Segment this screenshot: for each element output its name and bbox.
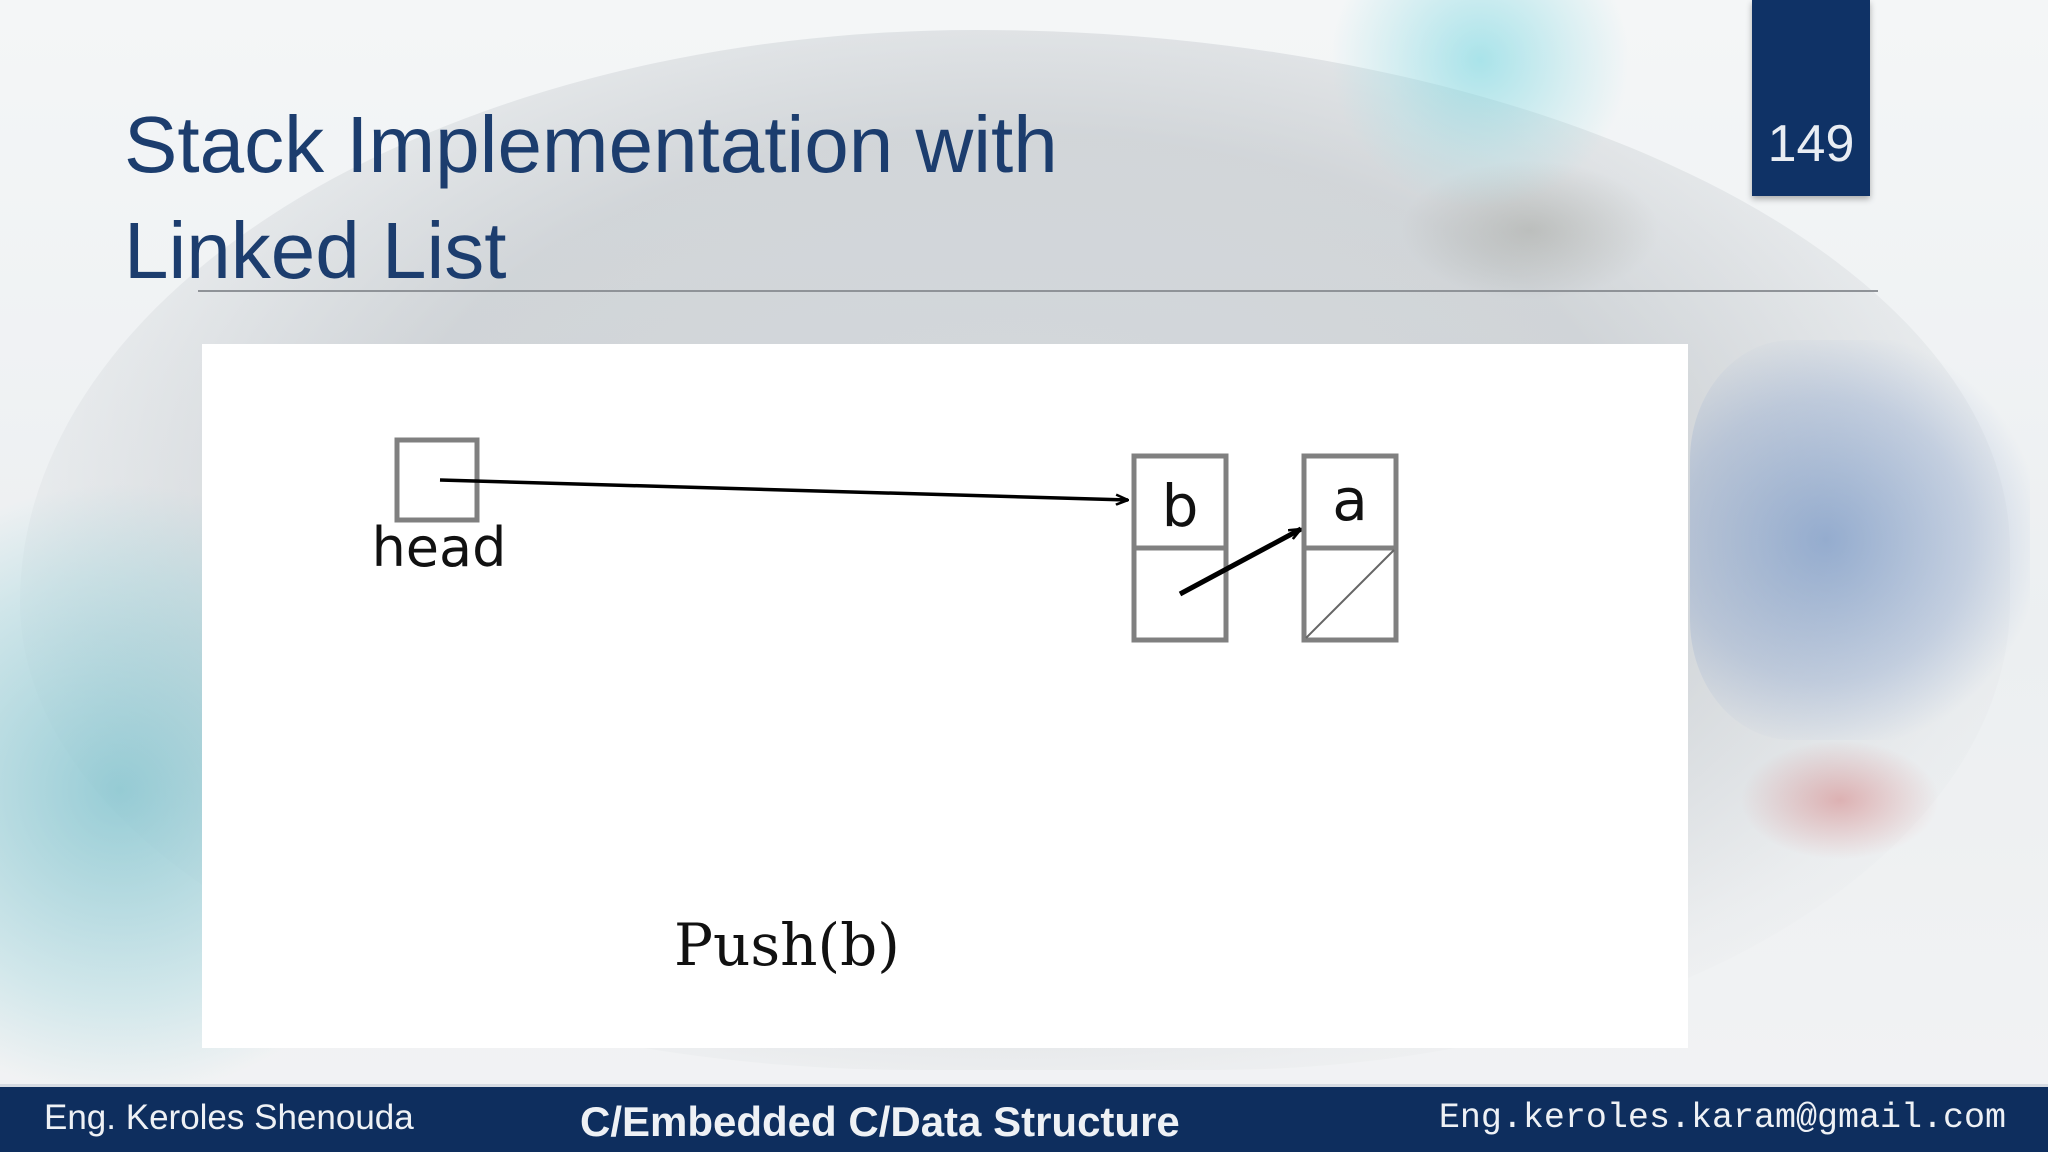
b-to-a-arrow — [1178, 526, 1301, 597]
footer-email: Eng.keroles.karam@gmail.com — [1438, 1098, 2006, 1138]
node-a: a — [1301, 453, 1399, 643]
node-b: b — [1131, 453, 1229, 643]
node-a-null-slash — [1305, 549, 1395, 639]
node-a-next-cell — [1301, 545, 1399, 643]
head-to-b-arrow — [439, 478, 1128, 500]
footer-course: C/Embedded C/Data Structure — [580, 1098, 1180, 1145]
node-b-next-cell — [1131, 545, 1229, 643]
slide-title-line-2: Linked List — [124, 206, 507, 295]
head-label: head — [372, 516, 507, 579]
node-a-value: a — [1332, 466, 1368, 534]
linked-list-diagram: head b a Push(b) — [372, 437, 1399, 979]
diagram-panel: head b a Push(b) — [202, 344, 1688, 1048]
slide-title-line-1: Stack Implementation with — [124, 100, 1058, 189]
background-taillight-shape — [1740, 740, 1940, 860]
page-number-badge: 149 — [1752, 0, 1870, 196]
footer-bar: Eng. Keroles Shenouda C/Embedded C/Data … — [0, 1084, 2048, 1152]
operation-caption: Push(b) — [674, 911, 900, 979]
title-divider — [198, 290, 1878, 292]
background-engine-shape — [1690, 340, 2030, 740]
slide-title: Stack Implementation with Linked List — [124, 92, 1274, 304]
page-number: 149 — [1767, 115, 1855, 173]
footer-author: Eng. Keroles Shenouda — [44, 1098, 414, 1137]
node-b-value: b — [1162, 472, 1199, 540]
